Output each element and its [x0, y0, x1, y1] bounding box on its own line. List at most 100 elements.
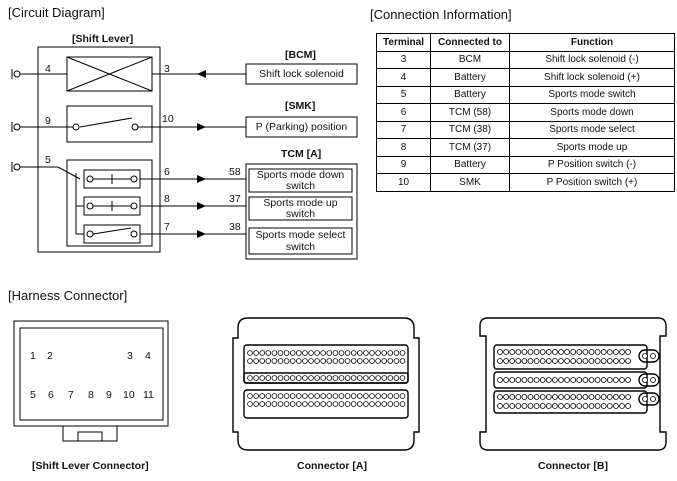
- connector-pin-cavity: [539, 403, 546, 409]
- connector-pin-cavity: [600, 349, 607, 355]
- connector-pin-cavity: [381, 393, 388, 399]
- connector-pin-cavity: [338, 393, 345, 399]
- connector-pin-cavity: [338, 358, 345, 364]
- connector-pin-cavity: [332, 401, 339, 407]
- connector-pin-cavity: [302, 401, 308, 407]
- connector-pin-cavity: [375, 358, 381, 364]
- connector-pin-cavity: [619, 358, 625, 364]
- header-terminal: Terminal: [376, 33, 431, 52]
- sports-mode-up-line2: switch: [285, 208, 316, 220]
- connector-pin-cavity: [350, 401, 357, 407]
- connector-pin-cavity: [308, 393, 314, 399]
- connector-pin-cavity: [399, 350, 406, 356]
- connector-pin-cavity: [314, 401, 320, 407]
- connector-pin-cavity: [253, 350, 259, 356]
- connector-pin-cavity: [387, 375, 394, 381]
- cell-function: Sports mode select: [509, 120, 675, 139]
- connector-pin-cavity: [326, 358, 333, 364]
- connector-pin-cavity: [582, 358, 589, 364]
- connector-pin-cavity: [283, 393, 290, 399]
- connector-pin-cavity: [576, 403, 583, 409]
- smk-box: [245, 116, 358, 138]
- connector-pin-cavity: [356, 393, 363, 399]
- connector-pin-cavity: [552, 377, 558, 383]
- connector-pin-cavity: [393, 375, 400, 381]
- connector-pin-cavity: [295, 375, 302, 381]
- connector-pin-cavity: [277, 350, 284, 356]
- connector-pin-cavity: [642, 396, 648, 402]
- connector-pin-cavity: [509, 349, 516, 355]
- connector-pin-cavity: [527, 394, 534, 400]
- connector-pin-cavity: [265, 350, 272, 356]
- connector-pin-cavity: [247, 358, 253, 364]
- connector-pin-cavity: [338, 375, 345, 381]
- cell-connected-to: Battery: [430, 85, 510, 104]
- connector-pin-cavity: [295, 401, 302, 407]
- connector-pin-cavity: [539, 377, 546, 383]
- connector-pin-cavity: [369, 375, 375, 381]
- connector-pin-cavity: [600, 358, 607, 364]
- connector-pin-cavity: [253, 401, 259, 407]
- connector-pin-cavity: [527, 358, 534, 364]
- connector-pin-cavity: [503, 377, 510, 383]
- connector-pin-cavity: [399, 358, 406, 364]
- harness-connector-title: [Harness Connector]: [8, 288, 128, 303]
- connector-pin-cavity: [314, 375, 320, 381]
- sports-switch-group: [66, 159, 153, 247]
- cell-connected-to: TCM (58): [430, 103, 510, 122]
- connector-pin-cavity: [271, 375, 278, 381]
- connector-pin-cavity: [600, 377, 607, 383]
- cell-connected-to: Battery: [430, 155, 510, 174]
- connector-pin-cavity: [594, 349, 601, 355]
- connector-pin-cavity: [570, 403, 577, 409]
- pin-38-label: 38: [229, 221, 241, 233]
- connector-pin-cavity: [289, 393, 296, 399]
- connector-pin-cavity: [387, 350, 394, 356]
- connector-pin-cavity: [606, 403, 613, 409]
- connector-pin-cavity: [253, 375, 259, 381]
- pin-7-label: 7: [164, 221, 170, 233]
- connector-a-drawing: [232, 317, 420, 451]
- connector-pin-cavity: [594, 403, 601, 409]
- cell-connected-to: SMK: [430, 173, 510, 192]
- slc-pin-3: 3: [127, 350, 133, 362]
- connector-pin-cavity: [582, 349, 589, 355]
- connector-pin-cavity: [539, 349, 546, 355]
- connector-pin-cavity: [302, 393, 308, 399]
- pin-10-label: 10: [162, 113, 174, 125]
- connector-pin-cavity: [552, 349, 558, 355]
- connector-pin-cavity: [582, 377, 589, 383]
- connector-pin-cavity: [570, 394, 577, 400]
- slc-pin-7: 7: [68, 389, 74, 401]
- connector-pin-cavity: [650, 353, 656, 359]
- connector-pin-cavity: [283, 358, 290, 364]
- connector-pin-cavity: [503, 358, 510, 364]
- connector-pin-cavity: [533, 403, 540, 409]
- connector-pin-cavity: [521, 377, 528, 383]
- pin-4-label: 4: [45, 63, 51, 75]
- cell-terminal: 9: [376, 155, 431, 174]
- slc-pin-11: 11: [143, 389, 154, 401]
- pin-9-label: 9: [45, 115, 51, 127]
- connector-pin-cavity: [363, 358, 369, 364]
- connector-pin-cavity: [326, 375, 333, 381]
- connector-pin-cavity: [515, 349, 522, 355]
- connector-pin-cavity: [363, 350, 369, 356]
- connector-pin-cavity: [606, 377, 613, 383]
- cell-terminal: 7: [376, 120, 431, 139]
- connector-pin-cavity: [326, 393, 333, 399]
- connector-pin-cavity: [558, 377, 564, 383]
- connector-pin-cavity: [576, 394, 583, 400]
- slc-pin-5: 5: [30, 389, 36, 401]
- sports-mode-up-line1: Sports mode up: [263, 197, 338, 209]
- connector-pin-cavity: [576, 358, 583, 364]
- connector-pin-cavity: [613, 358, 619, 364]
- connector-pin-cavity: [375, 350, 381, 356]
- slc-pin-10: 10: [123, 389, 135, 401]
- connector-pin-cavity: [594, 358, 601, 364]
- connector-pin-cavity: [338, 350, 345, 356]
- connector-pin-cavity: [344, 375, 351, 381]
- header-connected-to: Connected to: [430, 33, 510, 52]
